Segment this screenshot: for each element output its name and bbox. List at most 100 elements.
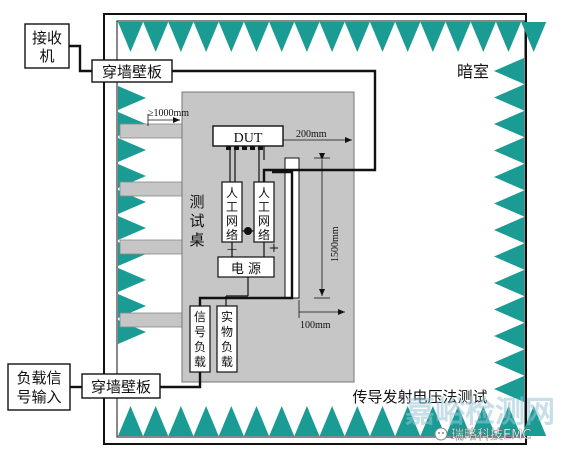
real-load-box xyxy=(216,305,238,373)
absorber-cone xyxy=(244,22,269,52)
polarity-minus: — xyxy=(227,244,237,255)
absorber-cone xyxy=(445,22,471,52)
absorber-cone xyxy=(494,137,524,164)
chamber-inner-wall xyxy=(116,20,526,438)
absorber-cone xyxy=(143,406,169,436)
signal-input-line2: 号输入 xyxy=(16,388,61,406)
lisn-right-char-4: 络 xyxy=(258,227,270,242)
signal-load-char-2: 号 xyxy=(194,325,206,339)
signal-load-char-1: 信 xyxy=(194,310,206,324)
lisn-right-char-2: 工 xyxy=(258,200,270,214)
absorber-cone xyxy=(319,22,345,52)
lisn-left-char-1: 人 xyxy=(226,186,238,200)
dim-dut-offset-label: 200mm xyxy=(296,129,327,140)
absorber-cone xyxy=(118,22,143,52)
real-load-char-4: 载 xyxy=(221,355,233,369)
polarity-plus: + xyxy=(269,241,280,256)
wall-plate-bottom-label: 穿墙壁板 xyxy=(91,378,151,396)
absorber-cone xyxy=(494,349,524,376)
floor-rails xyxy=(119,123,183,328)
absorber-cone xyxy=(496,22,521,52)
dut-box xyxy=(212,125,284,147)
test-table-char-3: 桌 xyxy=(189,231,204,249)
absorber-cone xyxy=(344,406,370,436)
test-table-char-2: 试 xyxy=(189,212,204,230)
absorber-cone xyxy=(470,22,496,52)
absorber-cone xyxy=(218,406,244,436)
absorber-cone xyxy=(494,270,524,296)
absorber-cone xyxy=(445,406,471,436)
absorber-cone xyxy=(395,22,421,52)
dim-cable-height-label: 100mm xyxy=(300,320,331,331)
lisn-right-char-1: 人 xyxy=(258,186,270,200)
cables xyxy=(69,44,377,389)
absorber-cone xyxy=(294,406,320,436)
signal-input-line1: 负载信 xyxy=(16,369,61,387)
absorber-cone xyxy=(494,217,524,243)
lisn-right-char-3: 网 xyxy=(258,214,270,228)
signal-load-char-4: 载 xyxy=(194,355,206,369)
signal-input-box xyxy=(7,363,71,411)
absorber-cone xyxy=(494,376,524,402)
absorber-cone xyxy=(319,406,345,436)
absorber-cone xyxy=(118,406,143,436)
real-load-char-1: 实 xyxy=(221,309,233,324)
absorber-cone xyxy=(193,406,219,436)
watermark-wechat: 瑞略科技EMC xyxy=(451,427,532,443)
absorber-cone xyxy=(494,323,524,349)
receiver-label-line1: 接收 xyxy=(32,29,62,47)
absorber-cone xyxy=(420,22,446,52)
absorber-cone xyxy=(269,22,295,52)
wall-plate-bottom xyxy=(81,373,161,399)
absorber-cone xyxy=(118,216,146,240)
absorber-cone xyxy=(118,294,146,318)
lisn-left-char-3: 网 xyxy=(226,214,238,228)
absorber-cones xyxy=(118,22,547,436)
receiver-label-line2: 机 xyxy=(39,47,54,65)
absorber-cone xyxy=(494,243,524,270)
lisn-left-char-4: 络 xyxy=(226,227,238,242)
absorber-cone xyxy=(168,22,194,52)
watermark-big: 嘉峪检测网 xyxy=(405,395,555,430)
real-load-char-2: 物 xyxy=(221,325,233,339)
lisn-left-char-2: 工 xyxy=(226,200,238,214)
absorber-cone xyxy=(496,406,521,436)
power-label: 电 源 xyxy=(231,262,261,277)
wechat-icon xyxy=(434,427,448,441)
absorber-cone xyxy=(395,406,421,436)
absorber-cone xyxy=(494,111,524,137)
absorber-cone xyxy=(370,22,395,52)
receiver-box xyxy=(24,23,70,69)
absorber-cone xyxy=(193,22,219,52)
dut-label: DUT xyxy=(234,131,263,146)
absorber-cone xyxy=(218,22,244,52)
absorber-cone xyxy=(168,406,194,436)
absorber-cone xyxy=(143,22,169,52)
absorber-cone xyxy=(118,268,146,292)
absorber-cone xyxy=(118,138,146,162)
absorber-cone xyxy=(244,406,269,436)
wechat-badge: 瑞略科技EMC xyxy=(434,427,532,443)
chamber-outer-wall xyxy=(103,13,527,445)
absorber-cone xyxy=(521,406,547,436)
absorber-cone xyxy=(370,406,395,436)
ground-node xyxy=(244,227,252,235)
dut-wiring xyxy=(225,146,265,306)
absorber-cone xyxy=(269,406,295,436)
absorber-cone xyxy=(494,296,524,323)
absorber-cone xyxy=(494,84,524,111)
absorber-cone xyxy=(494,190,524,217)
absorber-cone xyxy=(494,58,524,84)
real-load-char-3: 负 xyxy=(221,340,233,354)
wall-plate-top-label: 穿墙壁板 xyxy=(102,63,162,81)
absorber-cone xyxy=(344,22,370,52)
absorber-cone xyxy=(470,406,496,436)
dut-ports xyxy=(226,146,263,150)
test-table-char-1: 测 xyxy=(189,193,204,211)
room-label: 暗室 xyxy=(457,62,489,81)
dim-to-wall-label: ≥1000mm xyxy=(148,108,189,119)
absorber-cone xyxy=(294,22,320,52)
dim-cable-len-label: 1500mm xyxy=(330,226,341,262)
absorber-cone xyxy=(521,22,547,52)
signal-load-char-3: 负 xyxy=(194,340,206,354)
